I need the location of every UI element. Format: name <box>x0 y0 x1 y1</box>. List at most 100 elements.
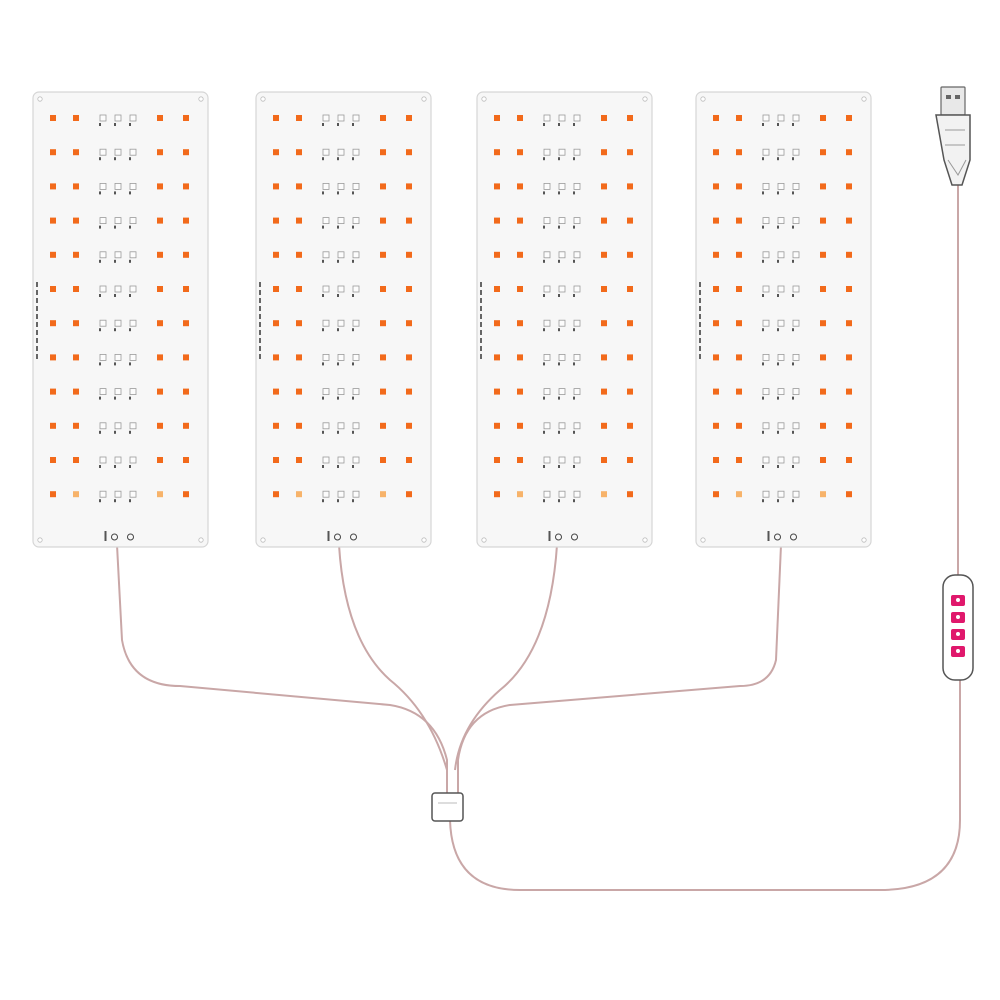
led-marking <box>337 396 339 400</box>
led-chip-red <box>494 422 500 429</box>
connector-pad <box>327 531 330 541</box>
dimmer-icon[interactable] <box>951 646 965 657</box>
led-marking <box>99 328 101 332</box>
led-marking <box>573 396 575 400</box>
led-marking <box>337 191 339 195</box>
silkscreen-mark <box>480 314 482 319</box>
led-chip-red <box>157 183 163 190</box>
led-marking <box>573 157 575 161</box>
led-marking <box>558 225 560 229</box>
led-marking <box>337 465 339 468</box>
led-chip-red <box>627 115 633 121</box>
led-marking <box>129 225 131 229</box>
led-chip-red <box>627 491 633 498</box>
led-marking <box>543 294 545 297</box>
mounting-hole <box>481 537 487 543</box>
led-marking <box>558 396 560 400</box>
cable-junction <box>431 792 464 822</box>
led-marking <box>114 362 116 366</box>
led-chip-white <box>129 353 137 361</box>
led-chip-red <box>183 217 189 224</box>
silkscreen-mark <box>699 306 701 311</box>
led-chip-white <box>762 285 770 293</box>
led-chip-red <box>736 320 742 327</box>
led-marking <box>573 225 575 229</box>
led-chip-white <box>99 388 107 396</box>
led-chip-red <box>157 217 163 224</box>
grow-light-panel-1 <box>32 91 209 548</box>
silkscreen-mark <box>480 298 482 303</box>
led-marking <box>99 123 101 126</box>
led-chip-red <box>406 320 412 327</box>
led-marking <box>777 123 779 126</box>
inline-controller[interactable] <box>942 574 974 681</box>
mounting-hole <box>198 537 204 543</box>
led-marking <box>322 328 324 332</box>
led-chip-red <box>50 491 56 498</box>
silkscreen-mark <box>36 282 38 287</box>
led-marking <box>792 396 794 400</box>
led-chip-red <box>736 286 742 292</box>
power-cables <box>116 185 961 891</box>
led-chip-red <box>517 251 523 258</box>
panel-board <box>32 91 209 548</box>
led-chip-white <box>762 319 770 327</box>
led-chip-white <box>543 217 551 225</box>
led-marking <box>573 259 575 263</box>
led-chip-red <box>517 115 523 121</box>
led-chip-white <box>762 422 770 430</box>
timer-icon[interactable] <box>951 612 965 623</box>
led-marking <box>543 430 545 434</box>
led-chip-red <box>713 251 719 258</box>
led-chip-red <box>601 491 607 498</box>
connector-pad <box>571 533 578 541</box>
led-chip-white <box>337 217 345 225</box>
led-chip-red <box>296 149 302 156</box>
led-marking <box>792 430 794 434</box>
led-marking <box>762 396 764 400</box>
led-marking <box>114 328 116 332</box>
led-chip-white <box>762 353 770 361</box>
led-marking <box>543 157 545 161</box>
led-chip-white <box>777 285 785 293</box>
led-chip-red <box>380 491 386 498</box>
led-marking <box>573 362 575 366</box>
led-marking <box>352 499 354 503</box>
led-chip-red <box>380 286 386 292</box>
led-chip-white <box>792 422 800 430</box>
led-chip-white <box>322 217 330 225</box>
led-marking <box>792 465 794 468</box>
power-icon[interactable] <box>951 595 965 606</box>
led-marking <box>777 259 779 263</box>
led-marking <box>114 259 116 263</box>
led-chip-white <box>543 114 551 122</box>
led-chip-red <box>846 354 852 361</box>
led-chip-white <box>792 353 800 361</box>
led-chip-white <box>114 148 122 156</box>
led-chip-white <box>337 182 345 190</box>
led-chip-red <box>820 149 826 156</box>
led-chip-white <box>129 285 137 293</box>
silkscreen-mark <box>699 298 701 303</box>
led-chip-red <box>73 251 79 258</box>
led-marking <box>322 362 324 366</box>
silkscreen-mark <box>480 354 482 359</box>
led-marking <box>352 328 354 332</box>
silkscreen-mark <box>259 346 261 351</box>
led-chip-red <box>736 251 742 258</box>
mode-icon[interactable] <box>951 629 965 640</box>
led-marking <box>129 465 131 468</box>
led-chip-white <box>573 182 581 190</box>
grow-light-panel-2 <box>255 91 432 548</box>
led-chip-red <box>50 457 56 463</box>
cable-panel-1 <box>116 544 448 795</box>
led-chip-white <box>543 251 551 259</box>
led-chip-red <box>846 422 852 429</box>
silkscreen-mark <box>259 306 261 311</box>
led-marking <box>352 157 354 161</box>
led-marking <box>352 225 354 229</box>
led-chip-red <box>627 286 633 292</box>
led-chip-white <box>352 490 360 498</box>
led-chip-red <box>713 422 719 429</box>
led-chip-red <box>627 149 633 156</box>
